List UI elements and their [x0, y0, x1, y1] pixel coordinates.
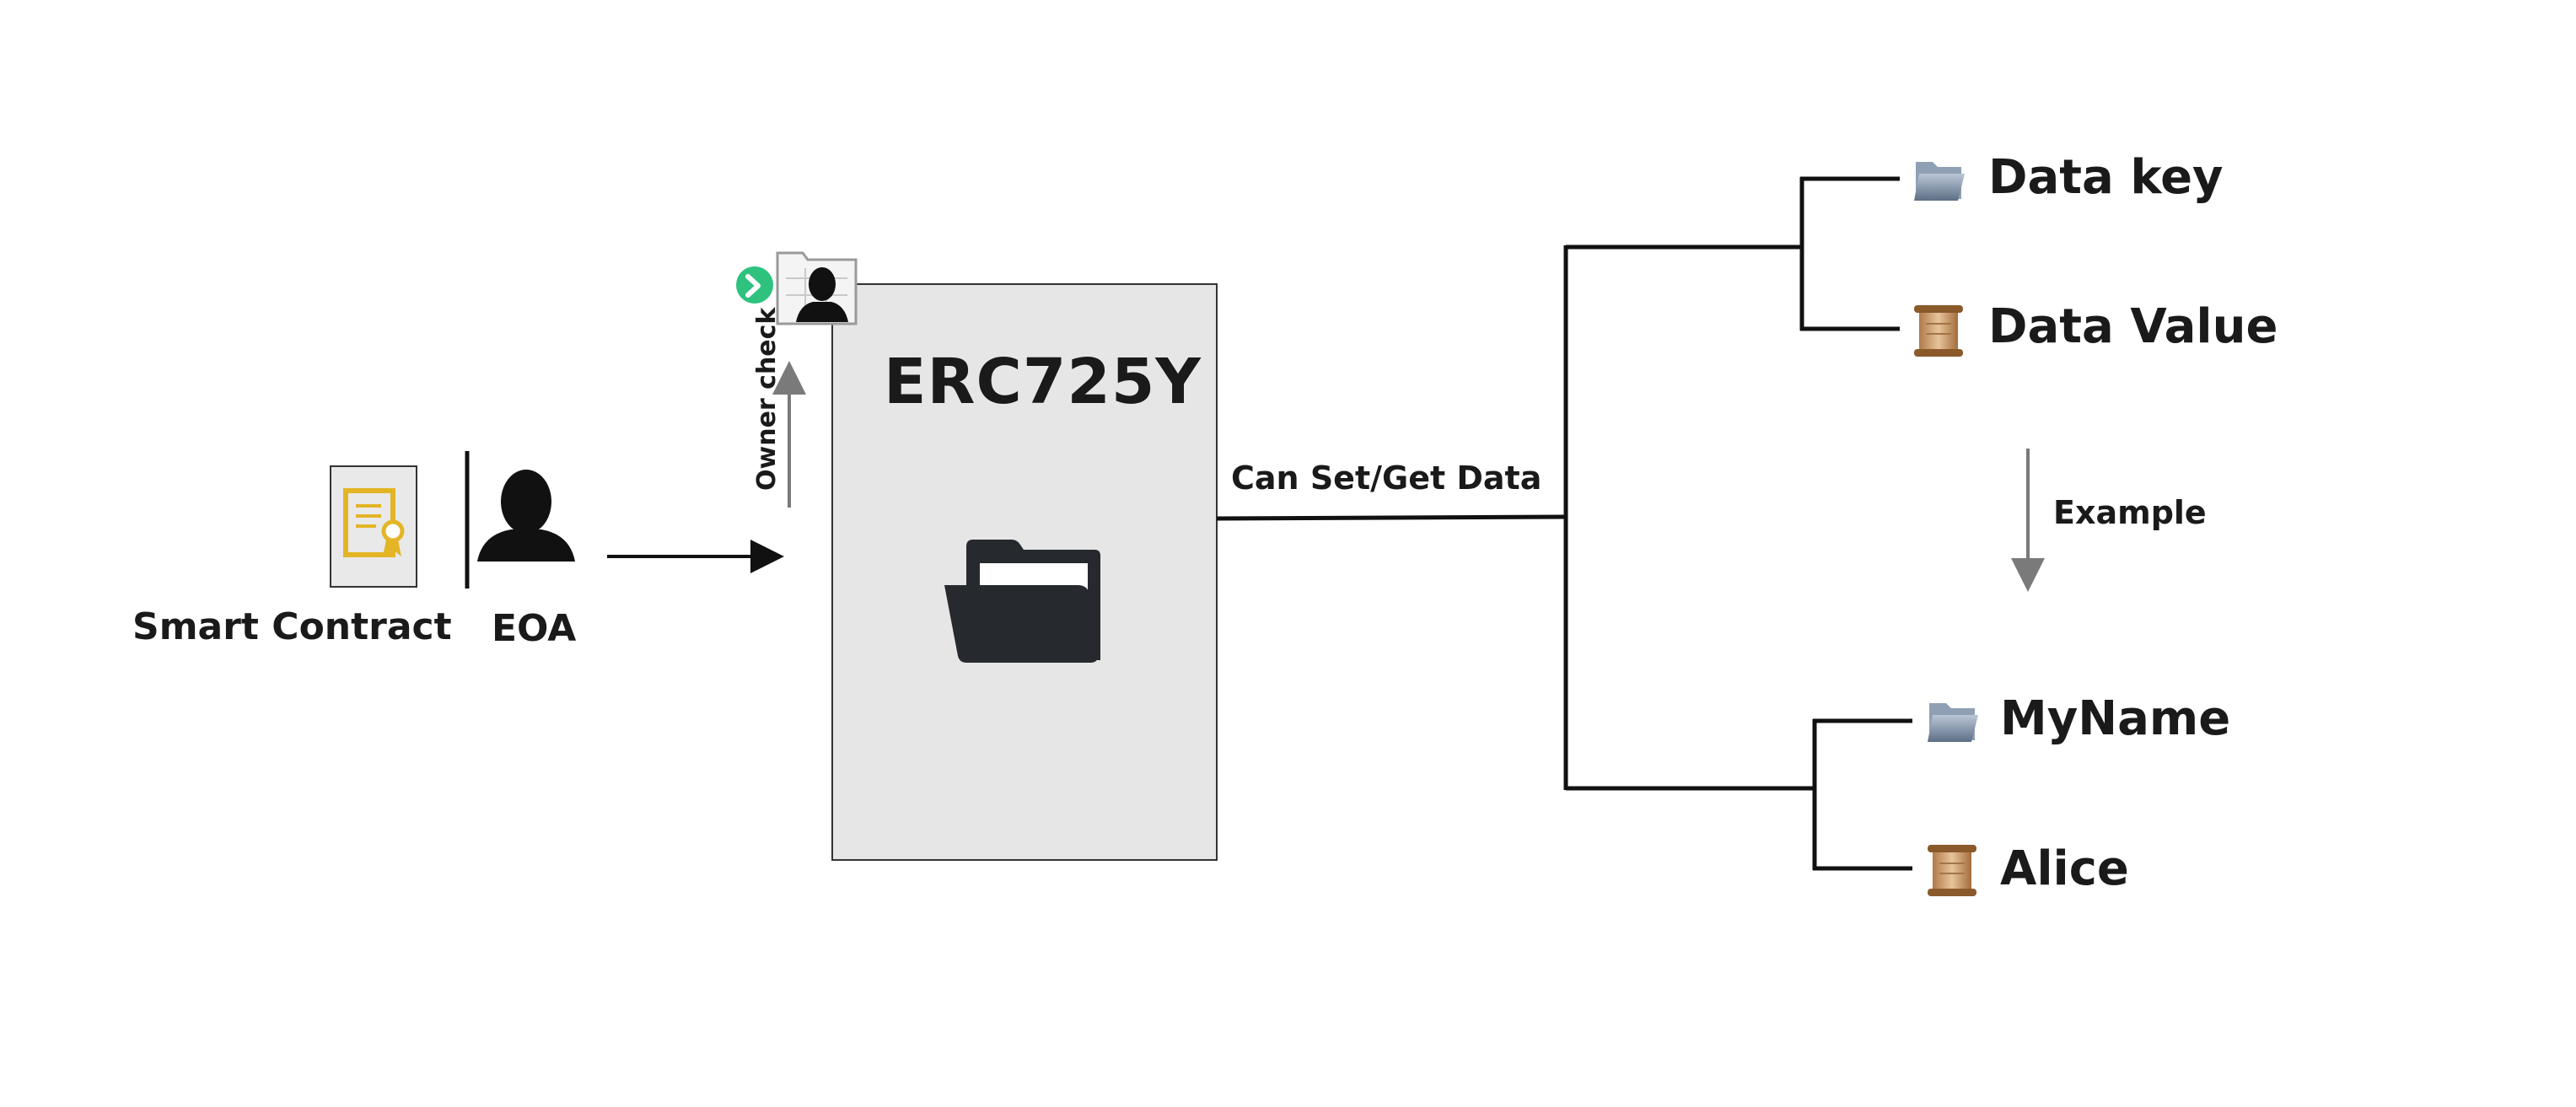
- contract-icon: [330, 465, 417, 588]
- owner-icon: [776, 251, 858, 325]
- folder-icon: [944, 540, 1100, 663]
- myname-label: MyName: [2000, 691, 2231, 746]
- person-icon: [477, 470, 575, 562]
- example-label: Example: [2053, 494, 2207, 531]
- connector-line: [1216, 514, 1567, 521]
- data-key-label: Data key: [1988, 150, 2224, 205]
- alice-label: Alice: [2000, 841, 2129, 896]
- check-icon: [736, 266, 773, 304]
- erc725y-title: ERC725Y: [884, 346, 1202, 418]
- data-key-icon: [1914, 162, 1965, 201]
- smart-contract-label: Smart Contract: [132, 605, 452, 648]
- connector-label: Can Set/Get Data: [1231, 459, 1542, 497]
- owner-check-label: Owner check: [752, 307, 782, 491]
- myname-key-icon: [1928, 703, 1978, 742]
- alice-value-icon: [1928, 845, 1976, 896]
- data-value-icon: [1914, 305, 1963, 357]
- eoa-label: EOA: [492, 607, 577, 650]
- data-value-label: Data Value: [1988, 299, 2278, 354]
